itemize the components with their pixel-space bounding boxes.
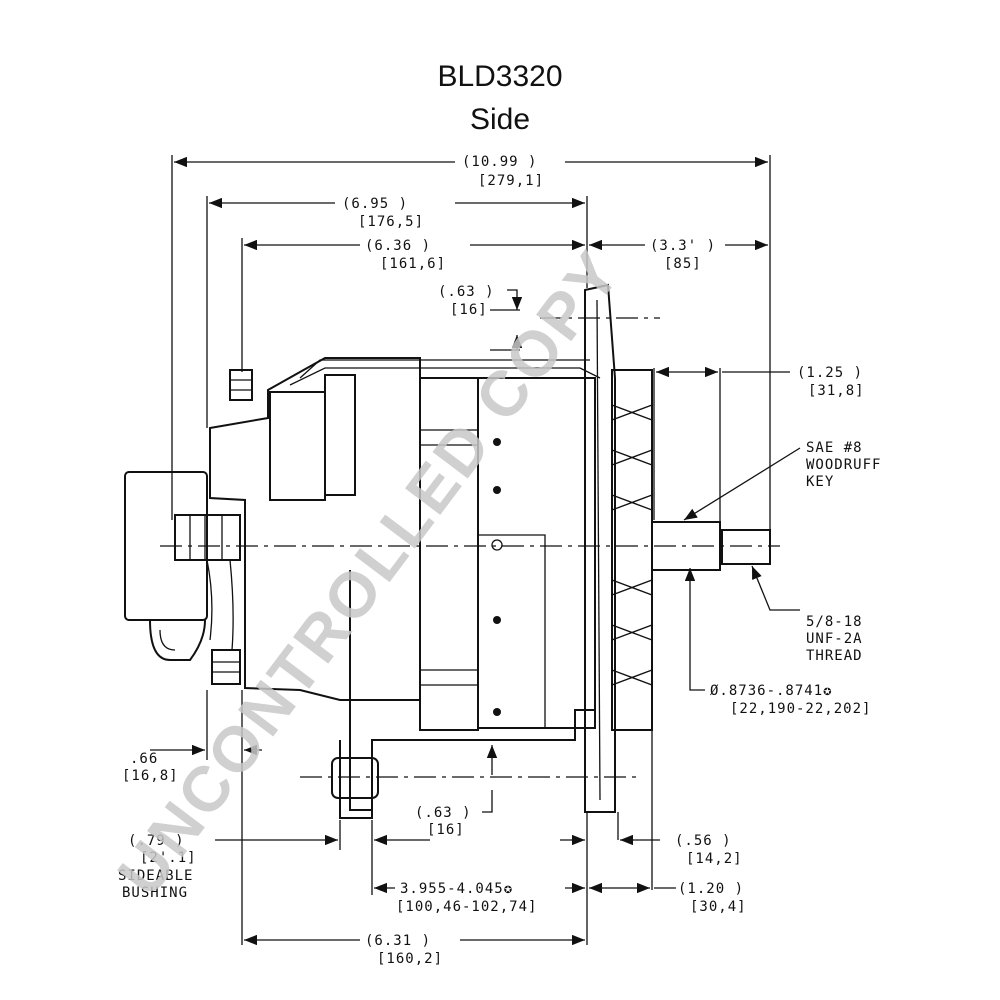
dim-125-mm: [31,8] [808, 383, 865, 399]
dim-056-mm: [14,2] [686, 851, 743, 867]
shaft-diameter-mm: [22,190-22,202] [730, 701, 871, 717]
dim-695-in: (6.95 ) [342, 196, 408, 212]
dim-overall-in: (10.99 ) [462, 154, 537, 170]
thread-line2: UNF-2A [806, 631, 863, 647]
extension-lines [171, 155, 771, 945]
dimension-labels: (10.99 ) [279,1] (6.95 ) [176,5] (6.36 )… [118, 154, 881, 967]
alternator-body [124, 283, 780, 819]
dim-063-bottom-in: (.63 ) [415, 805, 472, 821]
woodruff-key-line2: WOODRUFF [806, 457, 881, 473]
shaft-diameter-in: Ø.8736-.8741✪ [710, 683, 833, 699]
dim-636-in: (6.36 ) [365, 238, 431, 254]
dim-066-mm: [16,8] [122, 768, 179, 784]
part-number-title: BLD3320 [437, 60, 563, 93]
dim-335-in: (3.3' ) [650, 238, 716, 254]
dim-120-in: (1.20 ) [678, 881, 744, 897]
dim-631-mm: [160,2] [377, 951, 443, 967]
thread-line3: THREAD [806, 648, 863, 664]
uncontrolled-copy-watermark: UNCONTROLLED COPY [104, 237, 635, 909]
dim-overall-mm: [279,1] [478, 173, 544, 189]
woodruff-key-line3: KEY [806, 474, 834, 490]
dim-636-mm: [161,6] [380, 256, 446, 272]
dimension-lines [150, 156, 801, 946]
mount-span-mm: [100,46-102,74] [396, 899, 537, 915]
dim-079-note1: SIDEABLE [118, 868, 193, 884]
dim-695-mm: [176,5] [358, 214, 424, 230]
dim-079-mm: [2'.1] [140, 850, 197, 866]
view-subtitle: Side [469, 103, 531, 136]
dim-079-note2: BUSHING [122, 885, 188, 901]
dim-079-in: (.79 ) [128, 833, 185, 849]
dim-631-in: (6.31 ) [365, 933, 431, 949]
dim-063-bottom-mm: [16] [427, 822, 465, 838]
dim-063-top-mm: [16] [450, 302, 488, 318]
dim-056-in: (.56 ) [675, 833, 732, 849]
dim-066-in: .66 [130, 751, 158, 767]
mount-span-in: 3.955-4.045✪ [400, 881, 513, 897]
dim-125-in: (1.25 ) [797, 365, 863, 381]
dim-120-mm: [30,4] [690, 899, 747, 915]
woodruff-key-line1: SAE #8 [806, 440, 863, 456]
thread-line1: 5/8-18 [806, 614, 863, 630]
dim-063-top-in: (.63 ) [438, 284, 495, 300]
dim-335-mm: [85] [664, 256, 702, 272]
